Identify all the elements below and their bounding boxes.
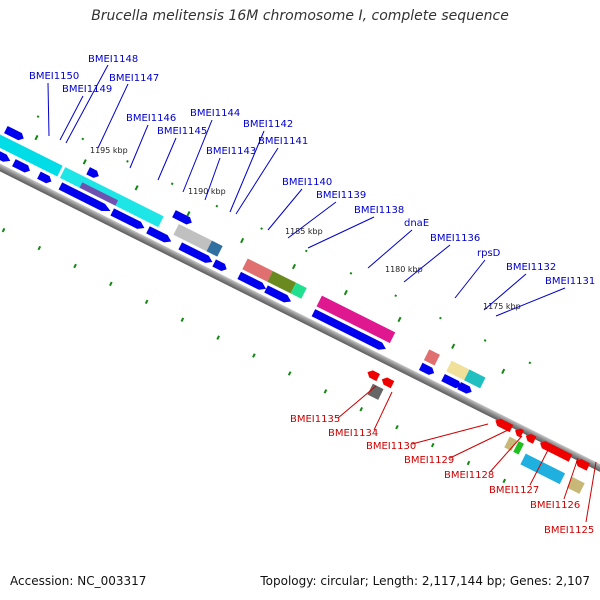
tick-label-1190: 1190 kbp [188, 187, 226, 196]
label-BMEI1135[interactable]: BMEI1135 [290, 414, 340, 425]
label-BMEI1147[interactable]: BMEI1147 [109, 73, 159, 84]
feature-band [79, 182, 119, 206]
feature-band [173, 224, 213, 252]
forward-genes-row2 [4, 125, 192, 225]
chromosome-backbone [0, 155, 600, 485]
label-BMEI1142[interactable]: BMEI1142 [243, 119, 293, 130]
feature-band [446, 360, 470, 381]
gc-dots-bottom [1, 227, 507, 484]
tick-label-1180: 1180 kbp [385, 265, 423, 274]
top-leader-lines [47, 64, 566, 317]
gc-dots-top [36, 115, 532, 365]
reverse-genes [367, 370, 591, 471]
feature-band [59, 167, 164, 228]
feature-band [0, 132, 63, 177]
tick-label-1175: 1175 kbp [483, 302, 521, 311]
label-BMEI1149[interactable]: BMEI1149 [62, 84, 112, 95]
label-BMEI1148[interactable]: BMEI1148 [88, 54, 138, 65]
label-BMEI1150[interactable]: BMEI1150 [29, 71, 79, 82]
feature-band [267, 271, 296, 294]
label-BMEI1143[interactable]: BMEI1143 [206, 146, 256, 157]
tick-marks [34, 134, 506, 375]
tick-label-1195: 1195 kbp [90, 146, 128, 155]
label-dnaE[interactable]: dnaE [404, 218, 429, 229]
accession-text: Accession: NC_003317 [10, 574, 147, 588]
label-BMEI1134[interactable]: BMEI1134 [328, 428, 378, 439]
feature-band [513, 441, 524, 455]
feature-band [206, 240, 223, 257]
label-rpsD[interactable]: rpsD [477, 248, 501, 259]
feature-band [423, 349, 440, 366]
label-BMEI1125[interactable]: BMEI1125 [544, 525, 594, 536]
label-BMEI1140[interactable]: BMEI1140 [282, 177, 332, 188]
feature-band [464, 369, 486, 389]
label-BMEI1141[interactable]: BMEI1141 [258, 136, 308, 147]
track-group [0, 115, 600, 494]
label-BMEI1144[interactable]: BMEI1144 [190, 108, 240, 119]
feature-band [504, 436, 517, 451]
label-BMEI1145[interactable]: BMEI1145 [157, 126, 207, 137]
forward-genes [0, 145, 472, 394]
label-BMEI1138[interactable]: BMEI1138 [354, 205, 404, 216]
label-BMEI1127[interactable]: BMEI1127 [489, 485, 539, 496]
feature-band [242, 258, 273, 282]
label-BMEI1132[interactable]: BMEI1132 [506, 262, 556, 273]
feature-band [566, 476, 585, 494]
bottom-leader-lines [337, 385, 597, 523]
feature-band [520, 453, 566, 485]
feature-band [367, 383, 384, 400]
feature-band [290, 282, 307, 299]
label-BMEI1136[interactable]: BMEI1136 [430, 233, 480, 244]
tick-label-1185: 1185 kbp [285, 227, 323, 236]
label-BMEI1128[interactable]: BMEI1128 [444, 470, 494, 481]
label-BMEI1126[interactable]: BMEI1126 [530, 500, 580, 511]
feature-band [316, 295, 396, 344]
summary-text: Topology: circular; Length: 2,117,144 bp… [260, 574, 590, 588]
map-title: Brucella melitensis 16M chromosome I, co… [91, 8, 509, 24]
label-BMEI1129[interactable]: BMEI1129 [404, 455, 454, 466]
label-BMEI1146[interactable]: BMEI1146 [126, 113, 176, 124]
label-BMEI1139[interactable]: BMEI1139 [316, 190, 366, 201]
label-BMEI1130[interactable]: BMEI1130 [366, 441, 416, 452]
label-BMEI1131[interactable]: BMEI1131 [545, 276, 595, 287]
